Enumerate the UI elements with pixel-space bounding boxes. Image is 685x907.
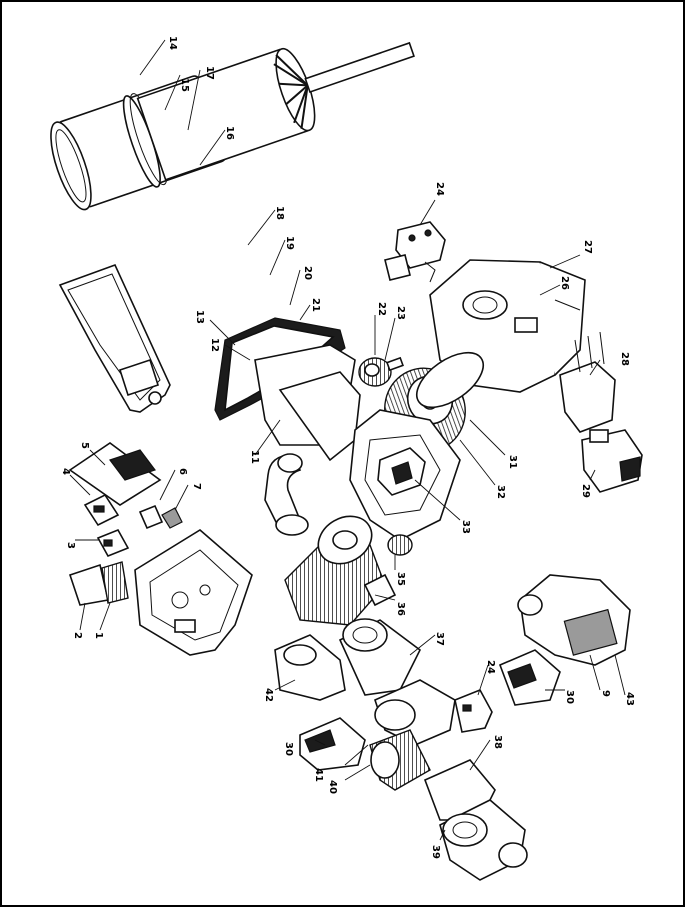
callout-13: 13	[194, 310, 205, 324]
callout-18: 18	[274, 206, 285, 220]
callout-14: 14	[167, 36, 178, 50]
callout-30-left: 30	[283, 742, 294, 756]
gas-elbow	[264, 453, 309, 536]
callout-26: 26	[559, 276, 570, 290]
callout-labels: 14 15 17 16 18 19 20 21 13 12 11 24 27 2…	[60, 36, 635, 859]
gas-lance	[304, 41, 415, 94]
callout-21: 21	[310, 298, 321, 312]
callout-16: 16	[224, 126, 235, 140]
mounting-flange	[214, 317, 361, 462]
callout-29: 29	[580, 484, 591, 498]
burner-cover	[58, 263, 171, 413]
gas-pressure-switch-lower	[454, 688, 493, 733]
callout-37: 37	[434, 632, 445, 646]
callout-39: 39	[430, 845, 441, 859]
callout-30-right: 30	[564, 690, 575, 704]
gas-pressure-switch-upper	[384, 221, 446, 283]
callout-17: 17	[204, 66, 215, 80]
leader-lines	[69, 39, 626, 841]
control-box	[134, 529, 253, 656]
callout-36: 36	[395, 602, 406, 616]
callout-41: 41	[313, 768, 324, 782]
callout-3: 3	[65, 542, 76, 549]
blast-tube-assembly	[50, 41, 415, 211]
callout-22: 22	[376, 302, 387, 316]
callout-15: 15	[179, 78, 190, 92]
callout-31: 31	[507, 455, 518, 469]
callout-9: 9	[600, 690, 611, 697]
callout-35: 35	[395, 572, 406, 586]
callout-11: 11	[249, 450, 260, 464]
callout-7: 7	[191, 483, 202, 490]
callout-32: 32	[495, 485, 506, 499]
callout-33: 33	[460, 520, 471, 534]
callout-28: 28	[619, 352, 630, 366]
multibloc-valve	[498, 574, 631, 706]
callout-23: 23	[395, 306, 406, 320]
air-pressure-switch	[358, 356, 404, 387]
callout-43: 43	[624, 692, 635, 706]
control-modules	[68, 442, 183, 606]
callout-4: 4	[60, 468, 71, 475]
callout-42: 42	[263, 688, 274, 702]
callout-40: 40	[327, 780, 338, 794]
callout-19: 19	[284, 236, 295, 250]
fan-motor	[284, 515, 413, 626]
gas-pressure-switch-30-left	[299, 717, 366, 771]
blast-tube-mouth	[50, 121, 92, 211]
callout-38: 38	[492, 735, 503, 749]
callout-1: 1	[93, 632, 104, 639]
callout-20: 20	[302, 266, 313, 280]
callout-5: 5	[79, 442, 90, 449]
callout-12: 12	[209, 338, 220, 352]
callout-24-lower: 24	[485, 660, 496, 674]
gas-train	[274, 618, 528, 881]
callout-6: 6	[177, 468, 188, 475]
callout-27: 27	[582, 240, 593, 254]
callout-2: 2	[72, 632, 83, 639]
servo-bracket	[559, 331, 616, 433]
air-damper-servomotor	[581, 429, 643, 493]
callout-24-upper: 24	[434, 182, 445, 196]
